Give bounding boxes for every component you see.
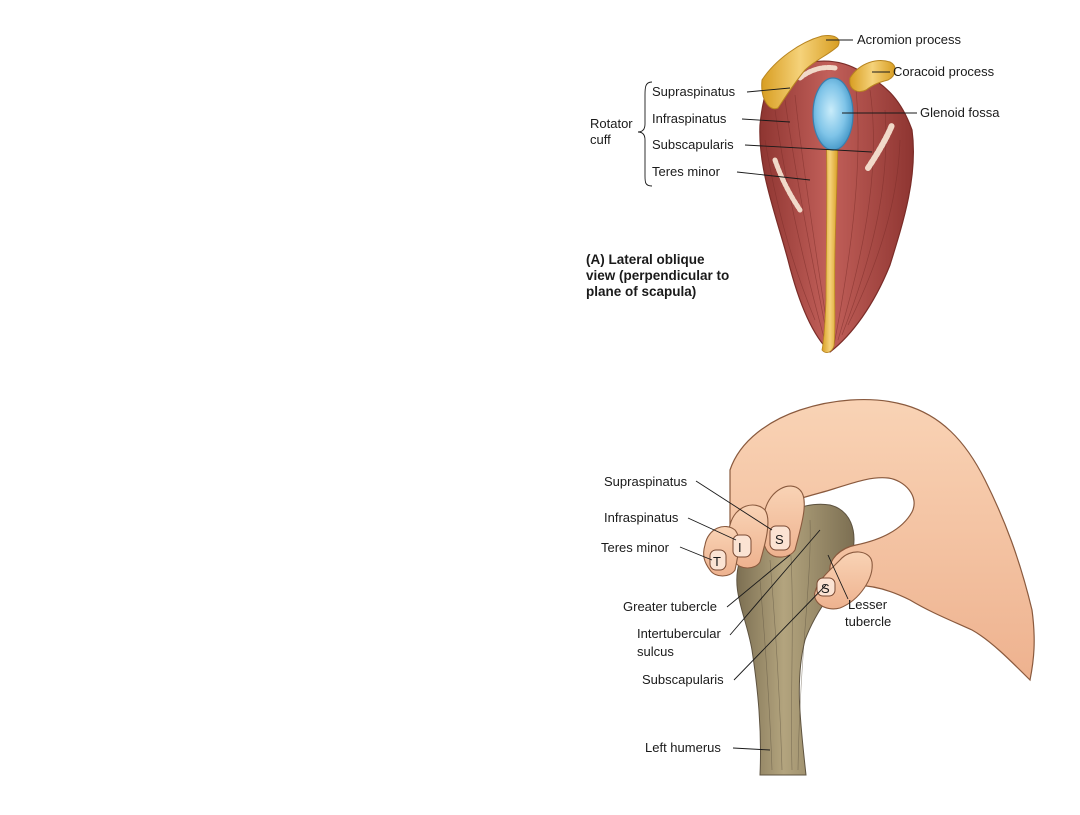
label-left-humerus: Left humerus <box>645 740 721 755</box>
figure-b-hand-humerus: S I T S Supraspinatus Infraspinatus Tere… <box>601 398 1035 776</box>
label-greater-tubercle: Greater tubercle <box>623 599 717 614</box>
coracoid-process-bone <box>849 60 896 92</box>
label-lesser: Lesser <box>848 597 888 612</box>
caption-line-3: plane of scapula) <box>586 284 696 299</box>
label-coracoid-process: Coracoid process <box>893 64 995 79</box>
label-sulcus: sulcus <box>637 644 674 659</box>
letter-i: I <box>738 540 742 555</box>
hand <box>729 398 1035 682</box>
supraspinatus-tendon <box>797 65 838 81</box>
glenoid-fossa-shape <box>812 77 854 151</box>
label-supraspinatus-a: Supraspinatus <box>652 84 736 99</box>
label-tubercle: tubercle <box>845 614 891 629</box>
label-glenoid-fossa: Glenoid fossa <box>920 105 1000 120</box>
label-subscapularis-a: Subscapularis <box>652 137 734 152</box>
subscapularis-tendon <box>865 122 895 171</box>
left-humerus-bone <box>736 503 855 776</box>
label-teres-minor-b: Teres minor <box>601 540 670 555</box>
label-acromion-process: Acromion process <box>857 32 962 47</box>
label-teres-minor-a: Teres minor <box>652 164 721 179</box>
label-rotator: Rotator <box>590 116 633 131</box>
label-cuff: cuff <box>590 132 611 147</box>
muscle-fibers <box>764 79 901 346</box>
label-subscapularis-b: Subscapularis <box>642 672 724 687</box>
scapula-spine <box>821 119 839 353</box>
acromion-process-bone <box>761 35 840 110</box>
fingernails <box>709 525 836 597</box>
figure-b-leader-lines <box>679 480 849 751</box>
humerus-striations <box>759 519 811 771</box>
label-supraspinatus-b: Supraspinatus <box>604 474 688 489</box>
caption-line-2: view (perpendicular to <box>586 268 729 283</box>
label-infraspinatus-a: Infraspinatus <box>652 111 727 126</box>
letter-s-top: S <box>775 532 784 547</box>
label-intertubercular: Intertubercular <box>637 626 721 641</box>
label-infraspinatus-b: Infraspinatus <box>604 510 679 525</box>
teres-tendon <box>772 157 803 213</box>
figure-a-leader-lines <box>637 39 917 187</box>
figure-a-scapula: Acromion process Coracoid process Glenoi… <box>586 32 1000 353</box>
caption-line-1: (A) Lateral oblique <box>586 252 705 267</box>
letter-t: T <box>713 554 721 569</box>
letter-s-thumb: S <box>821 581 830 596</box>
